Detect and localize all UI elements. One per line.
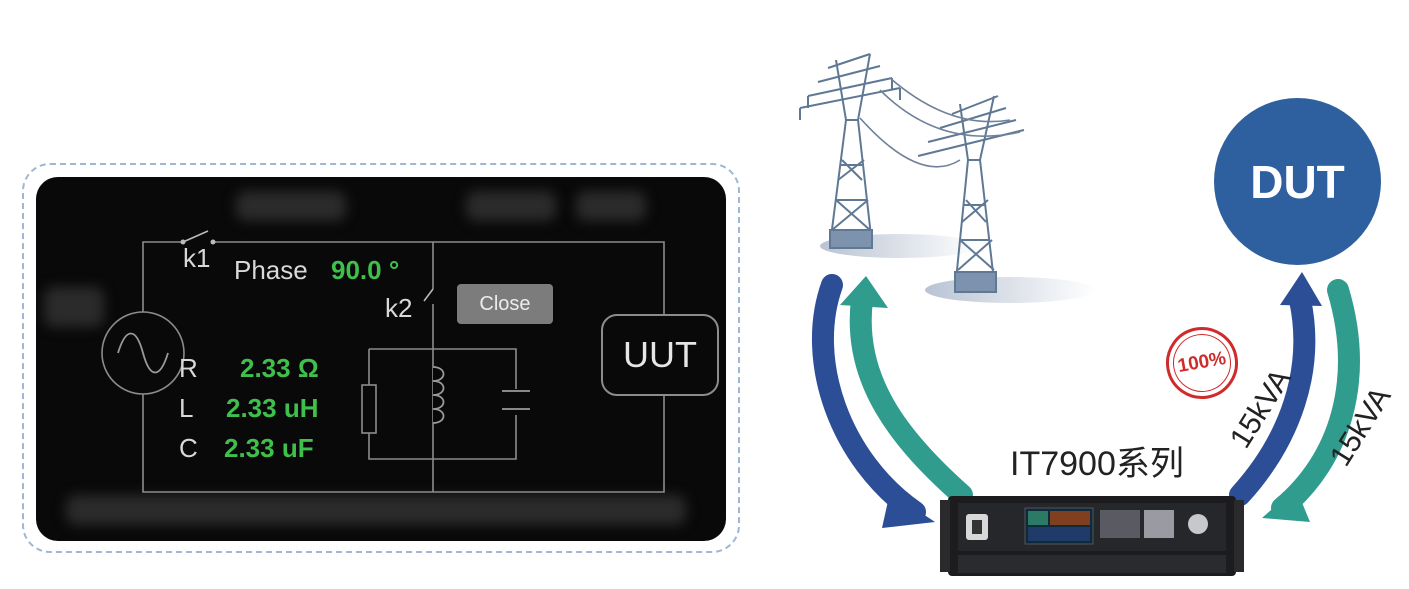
blurred-ui-element (44, 287, 104, 327)
param-value-l: 2.33 uH (226, 393, 319, 423)
close-button[interactable]: Close (457, 284, 553, 324)
arrowhead (882, 492, 935, 528)
switch-k2-label: k2 (385, 293, 413, 323)
power-cable (859, 77, 1021, 168)
blue-arrow-up (1229, 289, 1316, 506)
transmission-tower-icon (917, 95, 1025, 293)
transmission-tower-icon (799, 53, 901, 249)
blue-arrow-down (811, 274, 926, 523)
screen-panel-frame (22, 163, 740, 553)
arrowhead (1262, 488, 1310, 522)
ac-source-icon (101, 311, 185, 395)
param-value-c: 2.33 uF (224, 433, 314, 463)
uut-box: UUT (601, 314, 719, 396)
dut-circle: DUT (1214, 98, 1381, 265)
blurred-ui-element (66, 495, 686, 525)
tower-shadow (925, 277, 1095, 303)
phase-value: 90.0 ° (331, 255, 400, 285)
arrowhead (840, 276, 888, 308)
switch-k2-icon (423, 288, 434, 317)
green-arrow-down (1271, 279, 1360, 519)
capacitor-icon (502, 389, 530, 415)
inductor-icon (432, 366, 445, 424)
blurred-ui-element (236, 191, 346, 221)
blurred-ui-element (576, 191, 646, 221)
circuit-wire (142, 394, 665, 493)
power-supply-device-icon (940, 496, 1244, 576)
series-label: IT7900系列 (1010, 445, 1184, 483)
resistor-icon (361, 384, 377, 434)
blurred-ui-element (466, 191, 556, 221)
param-name-c: C (179, 433, 198, 463)
param-value-r: 2.33 Ω (240, 353, 319, 383)
green-arrow-up (849, 289, 973, 506)
arrowhead (1280, 272, 1322, 306)
param-name-r: R (179, 353, 198, 383)
circuit-wire (213, 241, 665, 314)
param-name-l: L (179, 393, 194, 423)
phase-label: Phase (234, 255, 308, 285)
switch-k1-icon (180, 230, 216, 245)
instrument-screen: k1 Phase 90.0 ° k2 Close R 2.33 Ω L 2.33… (36, 177, 726, 541)
circuit-wire (142, 241, 183, 312)
circuit-diagram (101, 230, 665, 493)
switch-k1-label: k1 (183, 243, 211, 273)
